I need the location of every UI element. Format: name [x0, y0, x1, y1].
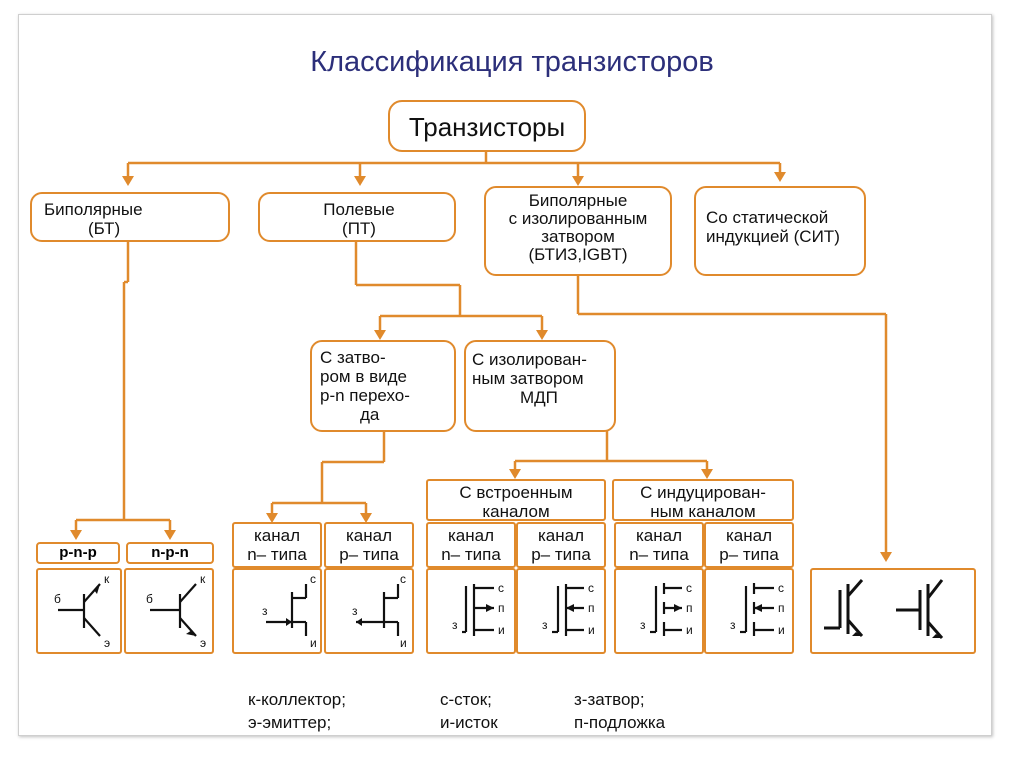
page-title: Классификация транзисторов — [310, 46, 714, 78]
legend-substrate: п-подложка — [574, 713, 666, 732]
built-in-line2: каналом — [482, 502, 550, 521]
induced-n-channel-label: канал n– типа — [614, 522, 704, 568]
npn-emitter-letter: э — [200, 636, 207, 650]
category-igbt-line4: (БТИЗ,IGBT) — [528, 245, 628, 264]
induced-n-gate-letter: з — [640, 618, 646, 632]
category-igbt: Биполярные с изолированным затвором (БТИ… — [484, 186, 672, 276]
induced-n-source-letter: и — [686, 623, 693, 637]
category-field-line1: Полевые — [323, 200, 395, 219]
builtin-n-substrate-letter: п — [498, 601, 505, 615]
legend-gate-substrate: з-затвор; п-подложка — [574, 688, 665, 734]
induced-line1: С индуцирован- — [640, 483, 766, 502]
jfet-n-source-letter: и — [310, 636, 317, 650]
jfet-n-line2: n– типа — [247, 545, 307, 564]
category-sit-line1: Со статической — [706, 208, 829, 227]
builtin-p-gate-letter: з — [542, 618, 548, 632]
category-igbt-line3: затвором — [541, 227, 615, 246]
induced-p-source-letter: и — [778, 623, 785, 637]
jfet-p-drain-letter: с — [400, 572, 406, 586]
category-igbt-line2: с изолированным — [508, 209, 648, 228]
builtin-n-gate-letter: з — [452, 618, 458, 632]
legend-drain: с-сток; — [440, 690, 492, 709]
category-field-line2: (ПТ) — [342, 219, 376, 238]
category-igbt-line1: Биполярные — [528, 191, 628, 210]
category-field: Полевые (ПТ) — [258, 192, 456, 242]
builtin-n-channel-label: канал n– типа — [426, 522, 516, 568]
induced-n-substrate-letter: п — [686, 601, 693, 615]
jfet-p-source-letter: и — [400, 636, 407, 650]
category-bipolar-line2: (БТ) — [88, 219, 121, 238]
category-sit-line2: индукцией (СИТ) — [706, 227, 840, 246]
induced-p-line1: канал — [725, 526, 773, 545]
pnp-emitter-letter: э — [104, 636, 111, 650]
insulated-line2: ным затвором — [472, 369, 584, 388]
builtin-n-source-letter: и — [498, 623, 505, 637]
jfet-n-gate-letter: з — [262, 604, 268, 618]
bjt-pnp-label: p-n-p — [36, 542, 120, 564]
built-in-line1: С встроенным — [459, 483, 573, 502]
pnp-collector-letter: к — [104, 572, 110, 586]
field-junction-gate: С затво- ром в виде p-n перехо- да — [310, 340, 456, 432]
builtin-p-line2: p– типа — [531, 545, 591, 564]
legend-collector-emitter: к-коллектор; э-эмиттер; — [248, 688, 346, 734]
mosfet-induced-n-symbol-box — [614, 568, 704, 654]
legend-collector: к-коллектор; — [248, 690, 346, 709]
category-bipolar-line1: Биполярные — [44, 200, 143, 219]
igbt-symbol-box — [810, 568, 976, 654]
root-label: Транзисторы — [408, 112, 566, 142]
induced-p-line2: p– типа — [719, 545, 779, 564]
jfet-p-line1: канал — [345, 526, 393, 545]
junction-line4: да — [360, 405, 380, 424]
builtin-n-drain-letter: с — [498, 581, 504, 595]
jfet-n-line1: канал — [253, 526, 301, 545]
mdp-built-in-channel: С встроенным каналом — [426, 479, 606, 521]
category-bipolar: Биполярные (БТ) — [30, 192, 230, 242]
npn-collector-letter: к — [200, 572, 206, 586]
jfet-p-channel-label: канал p– типа — [324, 522, 414, 568]
induced-n-line1: канал — [635, 526, 683, 545]
builtin-n-line2: n– типа — [441, 545, 501, 564]
jfet-n-symbol-box — [232, 568, 322, 654]
builtin-p-drain-letter: с — [588, 581, 594, 595]
bjt-npn-label: n-p-n — [126, 542, 214, 564]
field-insulated-gate: С изолирован- ным затвором МДП — [464, 340, 616, 432]
junction-line2: ром в виде — [320, 367, 407, 386]
induced-n-drain-letter: с — [686, 581, 692, 595]
mosfet-induced-p-symbol-box — [704, 568, 794, 654]
induced-p-drain-letter: с — [778, 581, 784, 595]
legend-gate: з-затвор; — [574, 690, 645, 709]
npn-base-letter: б — [146, 592, 153, 606]
mosfet-builtin-p-symbol-box — [516, 568, 606, 654]
legend-drain-source: с-сток; и-исток — [440, 688, 498, 734]
legend-emitter: э-эмиттер; — [248, 713, 332, 732]
jfet-p-symbol-box — [324, 568, 414, 654]
builtin-p-substrate-letter: п — [588, 601, 595, 615]
induced-p-gate-letter: з — [730, 618, 736, 632]
jfet-p-gate-letter: з — [352, 604, 358, 618]
induced-p-substrate-letter: п — [778, 601, 785, 615]
builtin-n-line1: канал — [447, 526, 495, 545]
legend-source: и-исток — [440, 713, 498, 732]
induced-p-channel-label: канал p– типа — [704, 522, 794, 568]
builtin-p-source-letter: и — [588, 623, 595, 637]
builtin-p-channel-label: канал p– типа — [516, 522, 606, 568]
insulated-line3: МДП — [520, 388, 558, 407]
jfet-n-channel-label: канал n– типа — [232, 522, 322, 568]
root-node: Транзисторы — [388, 100, 586, 152]
junction-line1: С затво- — [320, 348, 386, 367]
jfet-n-drain-letter: с — [310, 572, 316, 586]
category-sit: Со статической индукцией (СИТ) — [694, 186, 866, 276]
insulated-line1: С изолирован- — [472, 350, 587, 369]
mosfet-builtin-n-symbol-box — [426, 568, 516, 654]
induced-n-line2: n– типа — [629, 545, 689, 564]
mdp-induced-channel: С индуцирован- ным каналом — [612, 479, 794, 521]
builtin-p-line1: канал — [537, 526, 585, 545]
pnp-base-letter: б — [54, 592, 61, 606]
jfet-p-line2: p– типа — [339, 545, 399, 564]
junction-line3: p-n перехо- — [320, 386, 410, 405]
induced-line2: ным каналом — [650, 502, 756, 521]
